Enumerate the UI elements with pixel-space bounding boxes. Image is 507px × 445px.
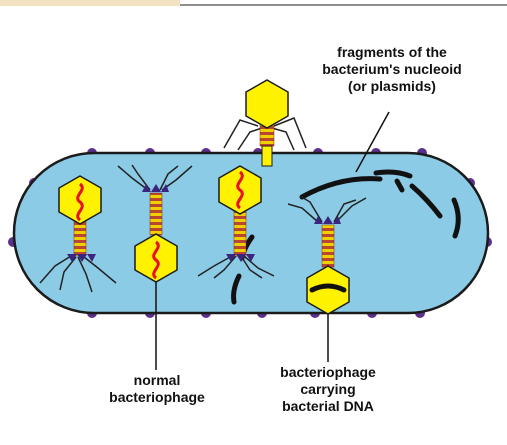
label-line: bacterial DNA (266, 398, 390, 415)
label-line: normal (94, 372, 220, 389)
label-transducing-bacteriophage: bacteriophage carrying bacterial DNA (266, 364, 390, 415)
label-normal-bacteriophage: normal bacteriophage (94, 372, 220, 406)
label-line: bacteriophage (94, 389, 220, 406)
label-line: bacteriophage (266, 364, 390, 381)
label-line: (or plasmids) (312, 78, 472, 95)
label-line: carrying (266, 381, 390, 398)
label-nucleoid-fragments: fragments of the bacterium's nucleoid (o… (312, 44, 472, 95)
label-line: bacterium's nucleoid (312, 61, 472, 78)
label-line: fragments of the (312, 44, 472, 61)
